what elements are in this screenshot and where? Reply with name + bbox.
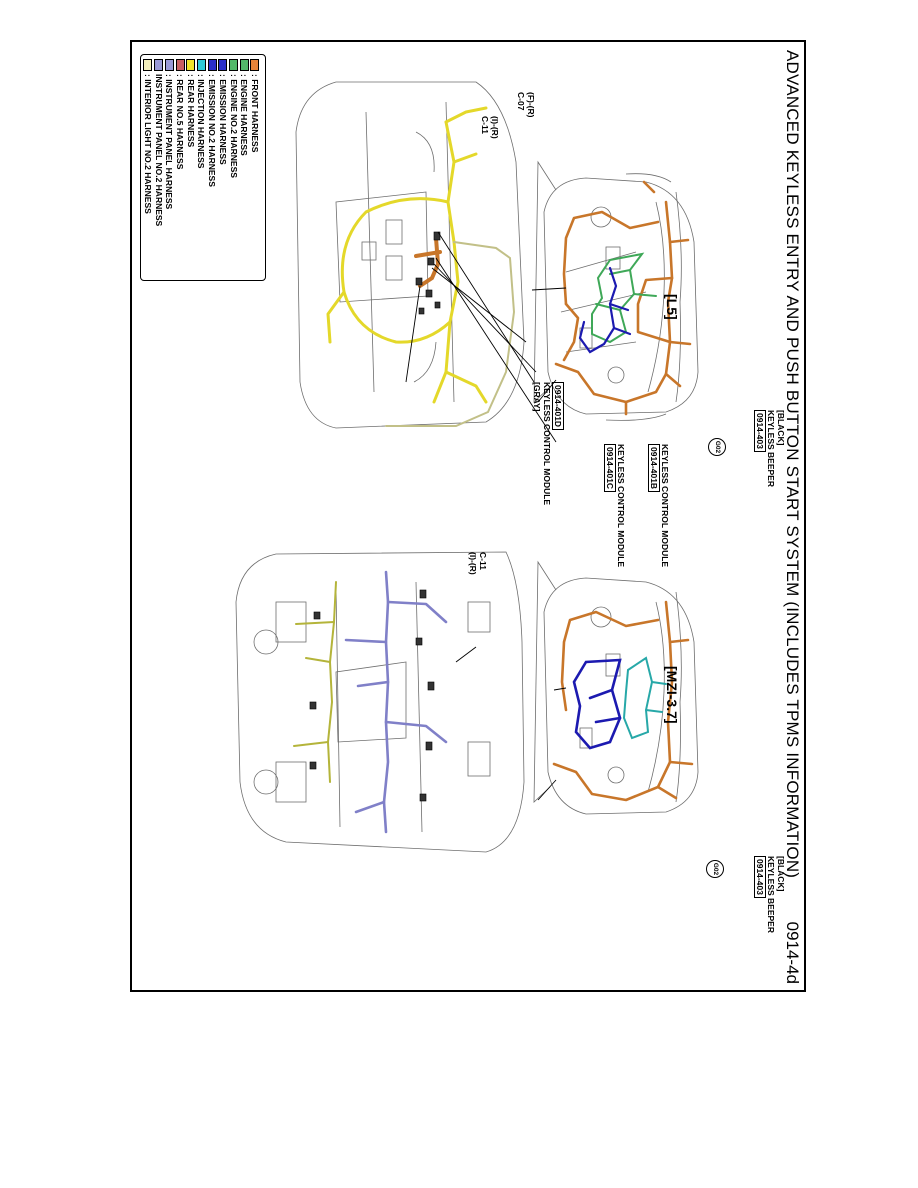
legend-row: : INJECTION HARNESS [196,59,208,168]
mzi-beeper-callout: [BLACK] KEYLESS BEEPER 0914-403 [754,856,786,933]
mzi-interior-outline [235,551,525,853]
legend-row: : ENGINE HARNESS [238,59,250,156]
landscape-sheet: ADVANCED KEYLESS ENTRY AND PUSH BUTTON S… [132,42,806,992]
connector-fr-code: C-07 [516,92,526,111]
mzi-interior-connectors [309,589,435,802]
mzi-ip-harness [344,570,448,834]
connector-fr-callout: (F)-(R) C-07 [516,92,536,117]
l5-ground-symbol: G02 [708,438,726,456]
l5-interior-outline [295,81,525,429]
legend-label: : INSTRUMENT PANEL HARNESS [164,74,175,210]
legend-swatch [218,59,228,71]
mzi-ground-symbol: G02 [706,860,724,878]
legend-label: : INTERIOR LIGHT NO.2 HARNESS [143,74,153,214]
l5-module-front-harness [414,236,442,288]
connector-ir-label: (I)-(R) [490,116,500,139]
legend-row: : FRONT HARNESS [249,59,261,152]
module-c-callout: KEYLESS CONTROL MODULE 0914-401C [604,444,626,567]
l5-engine-bay [533,160,699,421]
module-c-code: 0914-401C [604,444,616,493]
connector-fr-label: (F)-(R) [526,92,536,118]
legend-swatch [143,59,153,71]
legend-label: : EMISSION HARNESS [217,74,228,165]
legend-label: : ENGINE HARNESS [239,74,250,156]
l5-beeper-color: [BLACK] [776,410,786,446]
l5-engine-harness [591,252,657,344]
legend-label: INSTRUMENT PANEL NO.2 HARNESS [153,74,164,227]
legend-row: : REAR HARNESS [185,59,197,147]
mzi-connector-label: (I)-(R) [468,552,478,575]
mzi-beeper-name: KEYLESS BEEPER [766,856,776,933]
harness-legend: : FRONT HARNESS: ENGINE HARNESS: ENGINE … [140,54,266,281]
module-b-code: 0914-401B [648,444,660,493]
l5-front-harness [554,180,692,416]
legend-label: : INJECTION HARNESS [196,74,207,169]
l5-beeper-callout: [BLACK] KEYLESS BEEPER 0914-403 [754,410,786,487]
mzi-ip2-harness [293,581,337,783]
legend-label: : REAR NO.5 HARNESS [175,74,186,170]
legend-swatch [207,59,217,71]
legend-swatch [164,59,174,71]
module-b-callout: KEYLESS CONTROL MODULE 0914-401B [648,444,670,567]
module-d-callout: 0914-401D KEYLESS CONTROL MODULE [GRAY] [532,382,564,505]
legend-label: : EMISSION NO.2 HARNESS [207,74,218,187]
leader-lines [405,231,567,801]
mzi-beeper-color: [BLACK] [776,856,786,892]
diagram-frame: ADVANCED KEYLESS ENTRY AND PUSH BUTTON S… [130,40,806,992]
legend-label: : REAR HARNESS [185,74,196,148]
l5-rear-harness [326,106,488,404]
legend-row: : EMISSION HARNESS [217,59,229,165]
l5-beeper-name: KEYLESS BEEPER [766,410,776,487]
mzi-injection-harness [622,656,667,740]
legend-row: INSTRUMENT PANEL NO.2 HARNESS [153,59,165,226]
legend-row: : ENGINE NO.2 HARNESS [228,59,240,178]
mzi-front-harness [552,600,694,802]
l5-emission-harness [578,266,632,354]
l5-module-connectors [415,231,441,315]
legend-swatch [239,59,249,71]
mzi-connector-code: C-11 [478,552,488,570]
mzi-emission-harness [572,658,622,750]
variant-label-l5: [L5] [664,294,680,320]
module-c-name: KEYLESS CONTROL MODULE [616,444,626,568]
module-d-name: KEYLESS CONTROL MODULE [542,382,552,506]
legend-row: : INTERIOR LIGHT NO.2 HARNESS [142,59,154,214]
legend-swatch [186,59,196,71]
mzi-connector-callout: C-11 (I)-(R) [468,552,488,575]
legend-swatch [250,59,260,71]
module-d-code: 0914-401D [552,382,564,431]
legend-row: : EMISSION NO.2 HARNESS [206,59,218,187]
wiring-drawing [235,81,699,853]
connector-ir-code: C-11 [480,116,490,134]
l5-beeper-code: 0914-403 [754,410,766,452]
legend-swatch [175,59,185,71]
legend-row: : REAR NO.5 HARNESS [174,59,186,169]
variant-label-mzi: [MZI-3.7] [664,666,680,724]
legend-swatch [229,59,239,71]
legend-label: : ENGINE NO.2 HARNESS [228,74,239,178]
mzi-beeper-code: 0914-403 [754,856,766,898]
module-d-color: [GRAY] [532,382,542,412]
legend-row: : INSTRUMENT PANEL HARNESS [163,59,175,209]
legend-swatch [154,59,164,71]
module-b-name: KEYLESS CONTROL MODULE [660,444,670,568]
connector-ir-callout: (I)-(R) C-11 [480,116,500,139]
l5-interior-light-harness [385,241,516,427]
legend-label: : FRONT HARNESS [250,74,260,153]
legend-swatch [197,59,206,71]
